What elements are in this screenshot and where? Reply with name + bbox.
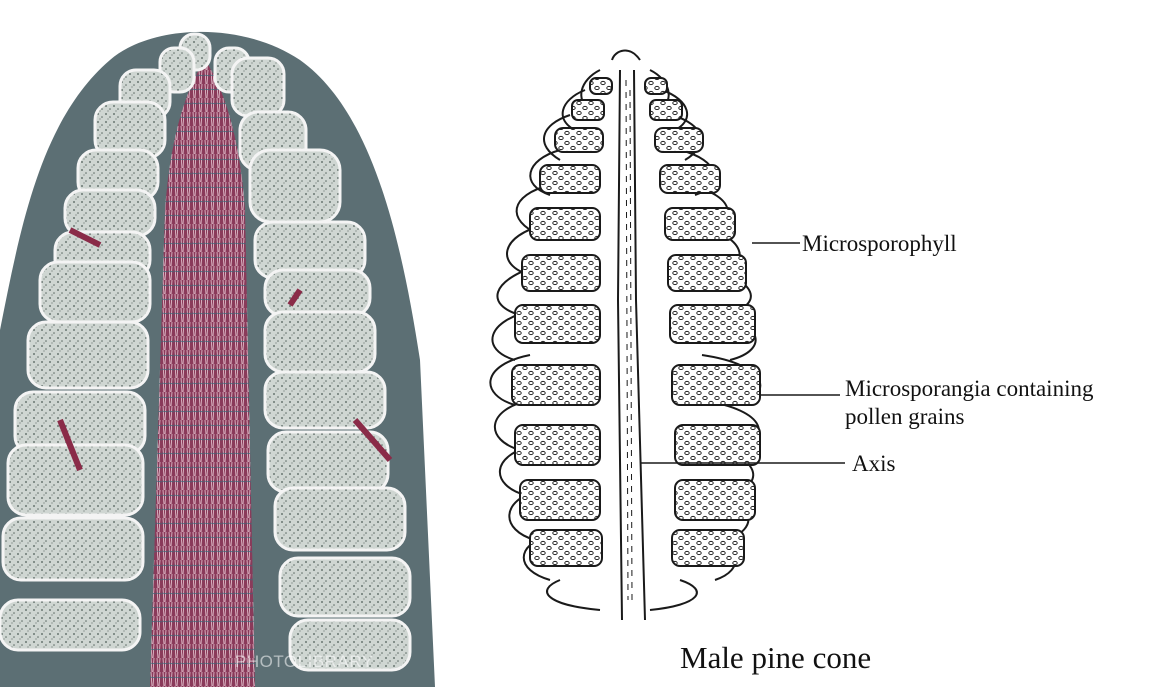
label-microsporophyll: Microsporophyll bbox=[802, 231, 957, 256]
label-microsporangia-line1: Microsporangia containing bbox=[845, 376, 1094, 401]
figure-caption: Male pine cone bbox=[680, 640, 872, 675]
micrograph-photo bbox=[0, 31, 435, 687]
cone-diagram bbox=[489, 49, 845, 621]
label-microsporangia-line2: pollen grains bbox=[845, 404, 965, 429]
label-axis: Axis bbox=[852, 451, 896, 476]
watermark-text: PHOTOLIBRARY bbox=[235, 652, 374, 671]
